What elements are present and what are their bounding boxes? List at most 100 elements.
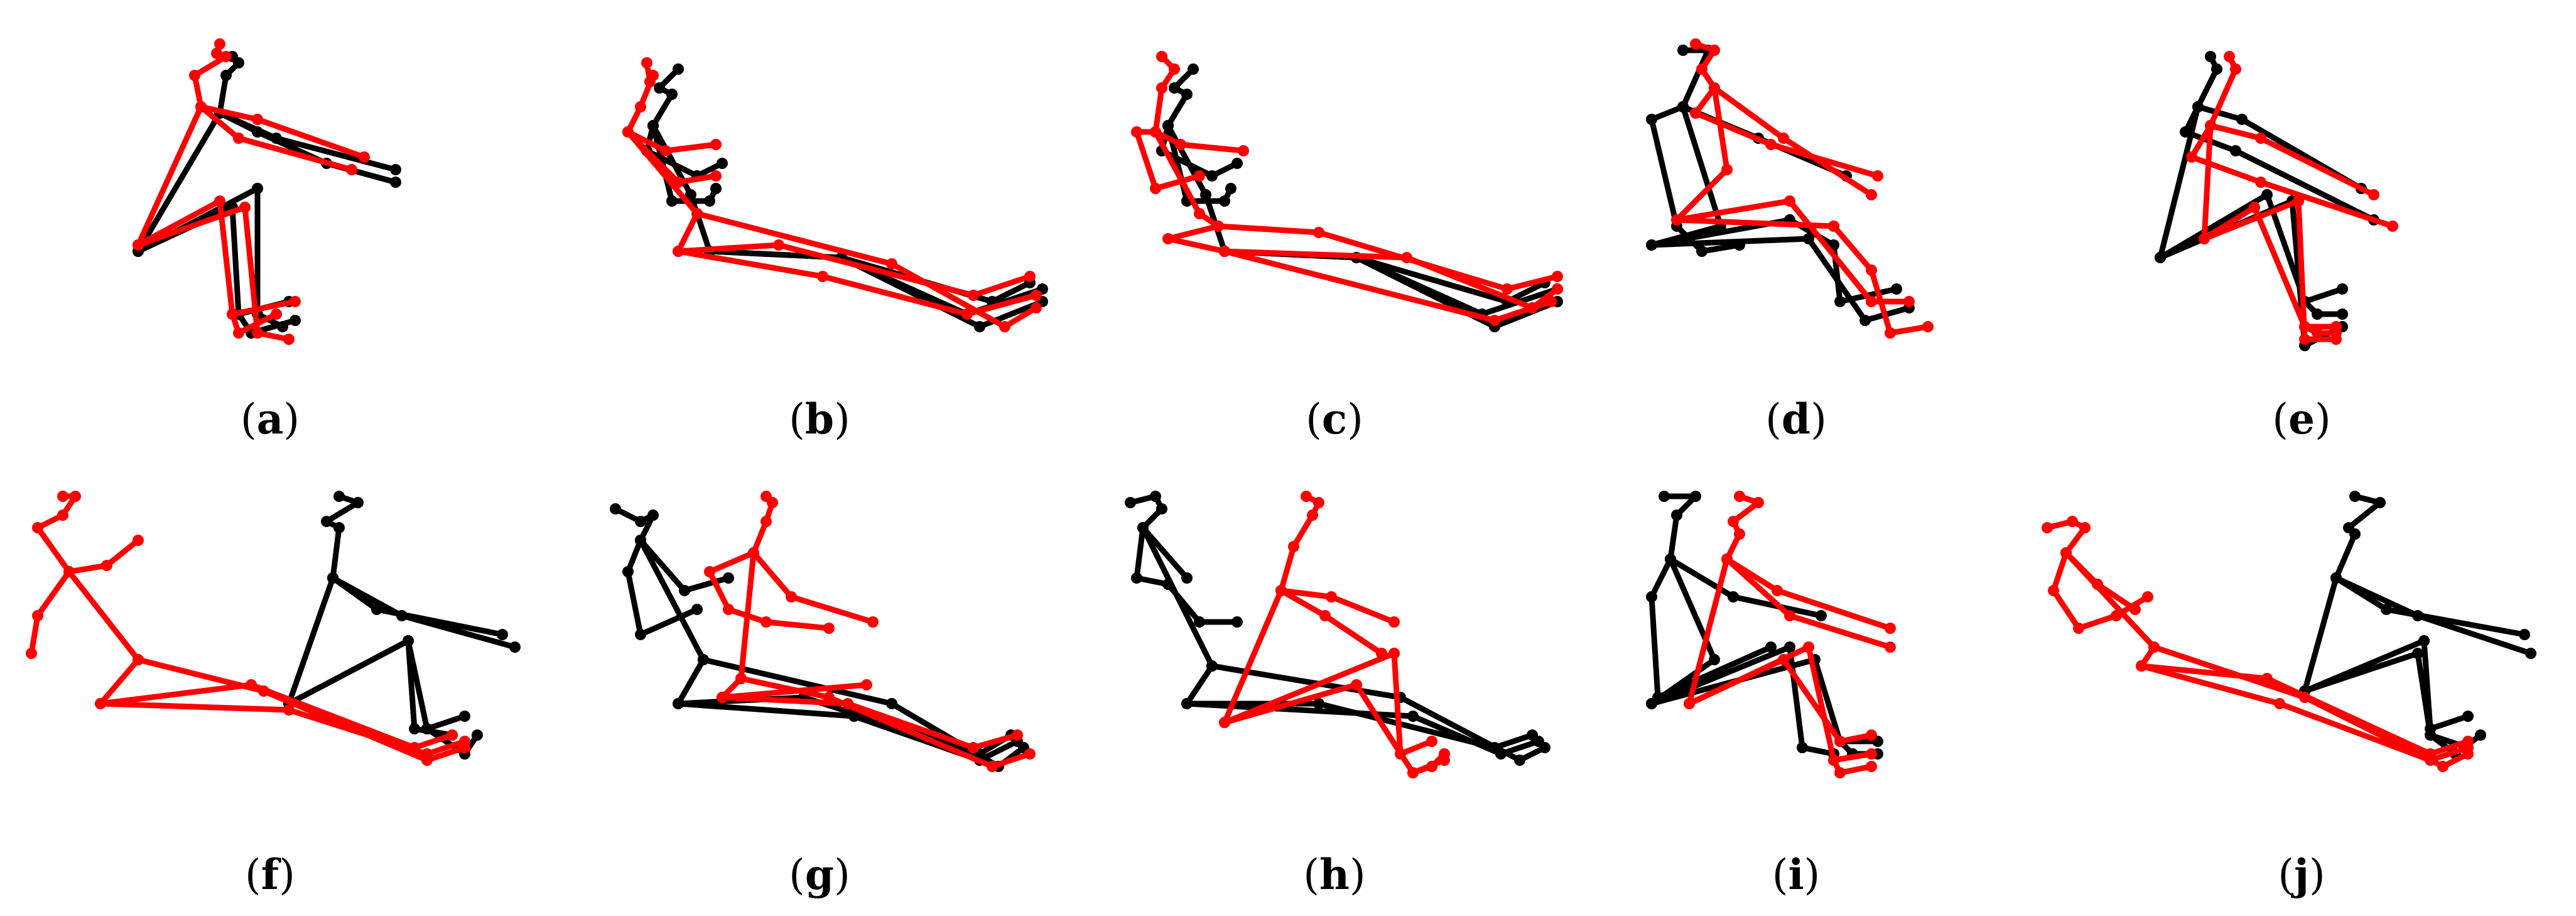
skeleton-joint xyxy=(886,698,897,709)
skeleton-bone xyxy=(286,575,411,707)
panel-caption-h: (h) xyxy=(1303,850,1366,899)
panel-caption-c: (c) xyxy=(1306,395,1363,444)
skeleton-joint xyxy=(1238,145,1249,156)
skeleton-black xyxy=(1646,491,1883,760)
skeleton-joint xyxy=(1225,183,1237,194)
panel-f: (f) xyxy=(26,491,521,899)
skeleton-joint xyxy=(1690,38,1701,50)
skeleton-joint xyxy=(1834,296,1846,307)
panel-b: (b) xyxy=(622,57,1048,444)
skeleton-joint xyxy=(2349,491,2361,502)
skeleton-joint xyxy=(1690,107,1701,119)
skeleton-joint xyxy=(390,164,401,175)
skeleton-bone xyxy=(625,129,1033,298)
skeleton-joint xyxy=(1150,126,1161,138)
skeleton-joint xyxy=(1131,126,1142,138)
skeleton-bone xyxy=(1209,663,1548,763)
skeleton-joint xyxy=(1803,641,1814,653)
skeleton-joint xyxy=(57,510,68,521)
skeleton-joint xyxy=(2368,189,2379,200)
skeleton-joint xyxy=(1778,654,1789,665)
skeleton-joint xyxy=(1307,510,1318,521)
skeleton-joint xyxy=(1539,742,1550,753)
skeleton-joint xyxy=(233,57,244,68)
skeleton-bone xyxy=(1215,223,1561,292)
panel-caption-a: (a) xyxy=(241,395,300,444)
skeleton-joint xyxy=(2255,133,2266,144)
skeleton-joint xyxy=(1903,296,1915,307)
skeleton-joint xyxy=(1784,641,1795,653)
skeleton-joint xyxy=(2418,635,2430,646)
panel-caption-b: (b) xyxy=(789,395,850,444)
panel-i: (i) xyxy=(1646,491,1896,899)
skeleton-joint xyxy=(2299,321,2310,332)
skeleton-joint xyxy=(1922,321,1934,332)
skeleton-joint xyxy=(2525,648,2536,659)
skeleton-joint xyxy=(1313,698,1324,709)
skeleton-joint xyxy=(1659,491,1670,502)
skeleton-joint xyxy=(32,522,43,533)
skeleton-joint xyxy=(1828,221,1839,232)
skeleton-joint xyxy=(1426,761,1437,772)
skeleton-joint xyxy=(283,704,295,716)
skeleton-joint xyxy=(189,70,200,81)
skeleton-joint xyxy=(704,566,715,577)
skeleton-joint xyxy=(1671,214,1682,226)
skeleton-joint xyxy=(101,560,112,571)
skeleton-joint xyxy=(509,641,521,653)
skeleton-joint xyxy=(1866,761,1877,772)
skeleton-bone xyxy=(675,248,1039,317)
skeleton-joint xyxy=(409,723,420,734)
skeleton-joint xyxy=(999,321,1010,332)
skeleton-joint xyxy=(823,692,835,703)
skeleton-joint xyxy=(635,535,646,546)
skeleton-joint xyxy=(1552,271,1563,282)
skeleton-joint xyxy=(848,711,860,722)
skeleton-joint xyxy=(1765,641,1777,653)
skeleton-joint xyxy=(717,692,728,703)
skeleton-joint xyxy=(133,654,144,665)
skeleton-joint xyxy=(723,572,734,584)
skeleton-joint xyxy=(823,623,835,634)
skeleton-joint xyxy=(1137,522,1149,533)
skeleton-joint xyxy=(1545,296,1557,307)
skeleton-joint xyxy=(403,635,414,646)
panel-h: (h) xyxy=(1125,491,1550,899)
skeleton-joint xyxy=(1866,264,1877,276)
skeleton-bone xyxy=(2151,644,2471,770)
skeleton-joint xyxy=(1388,648,1400,659)
skeleton-joint xyxy=(1156,82,1167,94)
skeleton-joint xyxy=(2130,604,2141,615)
panel-caption-e: (e) xyxy=(2272,395,2331,444)
skeleton-joint xyxy=(220,51,232,62)
skeleton-joint xyxy=(1426,736,1437,747)
skeleton-joint xyxy=(641,57,652,68)
skeleton-joint xyxy=(1646,698,1657,709)
skeleton-joint xyxy=(1194,616,1205,628)
skeleton-joint xyxy=(773,239,784,251)
skeleton-joint xyxy=(1231,616,1243,628)
skeleton-joint xyxy=(2230,63,2241,75)
skeleton-joint xyxy=(2519,629,2530,640)
skeleton-joint xyxy=(1709,82,1720,94)
skeleton-joint xyxy=(2374,497,2386,508)
skeleton-joint xyxy=(647,120,659,131)
skeleton-bone xyxy=(1674,85,1837,229)
skeleton-joint xyxy=(1677,45,1689,56)
skeleton-joint xyxy=(1150,183,1161,194)
skeleton-joint xyxy=(660,145,671,156)
skeleton-joint xyxy=(1351,679,1362,690)
skeleton-joint xyxy=(2060,547,2072,559)
skeleton-joint xyxy=(1885,641,1896,653)
skeleton-joint xyxy=(2079,522,2091,533)
skeleton-joint xyxy=(2425,729,2436,741)
skeleton-joint xyxy=(2462,748,2474,760)
skeleton-joint xyxy=(1313,227,1324,238)
skeleton-joint xyxy=(2437,761,2449,772)
skeleton-joint xyxy=(2148,641,2160,653)
skeleton-joint xyxy=(1489,315,1500,326)
skeleton-bone xyxy=(323,493,506,638)
skeleton-joint xyxy=(333,522,345,533)
skeleton-bone xyxy=(1724,493,1893,631)
skeleton-joint xyxy=(710,170,722,182)
